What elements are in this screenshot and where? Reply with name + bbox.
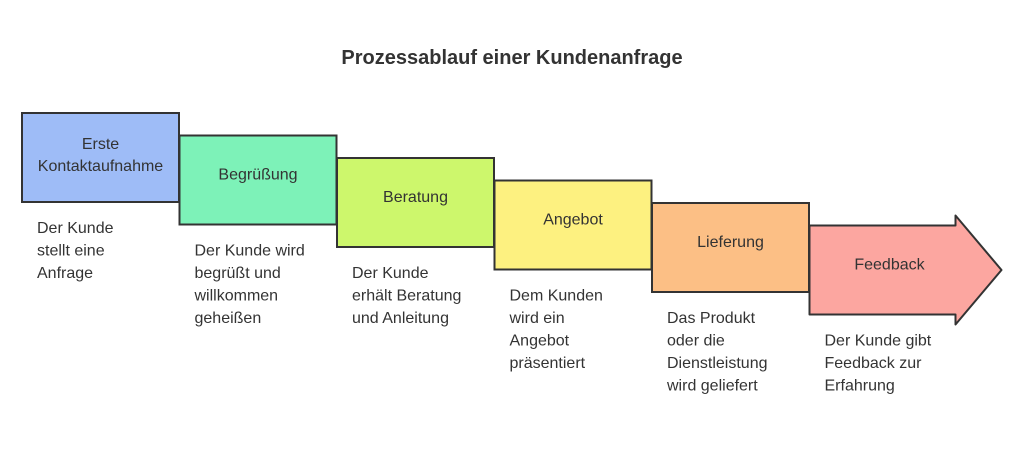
step-label: Angebot	[543, 212, 603, 229]
step-arrow-shape	[808, 214, 1003, 326]
diagram-title: Prozessablauf einer Kundenanfrage	[341, 47, 683, 69]
step-description-line: Erfahrung	[825, 378, 895, 395]
step-description-line: Dienstleistung	[667, 355, 768, 372]
step-label-line: Erste	[82, 136, 119, 153]
step-label-line: Kontaktaufnahme	[38, 158, 164, 175]
step-label: Lieferung	[697, 234, 764, 251]
step-description-line: und Anleitung	[352, 310, 449, 327]
step-description-line: stellt eine	[37, 243, 105, 260]
step-label-line: Begrüßung	[218, 167, 297, 184]
step-description-line: begrüßt und	[195, 265, 281, 282]
step-description-line: präsentiert	[510, 355, 586, 372]
step-description-line: oder die	[667, 333, 725, 350]
step-label: Begrüßung	[218, 167, 297, 184]
step-description-line: Feedback zur	[825, 355, 923, 372]
step-label: Feedback	[854, 257, 925, 274]
step-description-line: willkommen	[194, 288, 279, 305]
step-label: Beratung	[383, 189, 448, 206]
step-description-line: Der Kunde	[352, 265, 429, 282]
step-description-line: wird ein	[509, 310, 565, 327]
step-label-line: Feedback	[854, 257, 925, 274]
step-description: Der Kunde erhält Beratung und Anleitung	[352, 265, 461, 327]
step-label-line: Lieferung	[697, 234, 764, 251]
step-label-line: Angebot	[543, 212, 603, 229]
step-description-line: Anfrage	[37, 265, 93, 282]
step-description-line: Dem Kunden	[510, 288, 603, 305]
step-description-line: Angebot	[510, 333, 570, 350]
step-description-line: wird geliefert	[666, 378, 758, 395]
step-description-line: Der Kunde wird	[195, 243, 305, 260]
step-description-line: Der Kunde gibt	[825, 333, 932, 350]
step-description-line: Das Produkt	[667, 310, 756, 327]
step-description-line: erhält Beratung	[352, 288, 461, 305]
step-box	[493, 179, 653, 271]
step-description-line: geheißen	[195, 310, 262, 327]
step-box	[336, 157, 495, 248]
step-description: Der Kunde wird begrüßt und willkommen gehei…	[194, 243, 305, 328]
step-box	[178, 134, 338, 226]
step-description-line: Der Kunde	[37, 220, 114, 237]
step-label-line: Beratung	[383, 189, 448, 206]
step-box	[21, 112, 180, 203]
